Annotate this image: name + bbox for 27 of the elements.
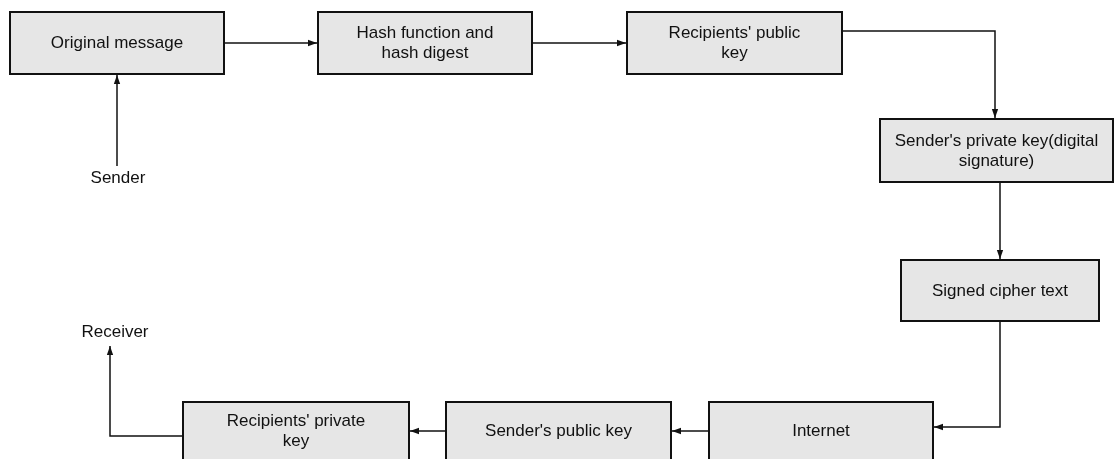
process-box	[317, 11, 533, 75]
process-box	[182, 401, 410, 459]
node-text: Signed cipher text	[931, 280, 1069, 301]
arrow	[532, 39, 627, 47]
node-text: Internet	[792, 421, 850, 441]
node-text: Recipients' public key	[667, 23, 802, 63]
arrow	[224, 39, 318, 47]
arrow	[996, 182, 1004, 260]
node-text: Recipients' private key	[225, 411, 367, 451]
node-text: Sender's public key	[485, 421, 632, 441]
arrow	[842, 30, 999, 119]
process-box	[626, 11, 843, 75]
process-box	[445, 401, 672, 459]
node-text: Hash function and hash digest	[355, 23, 495, 63]
arrow	[106, 345, 183, 437]
arrow	[113, 74, 121, 167]
process-box	[900, 259, 1100, 322]
process-box	[9, 11, 225, 75]
node-text: Original message	[50, 33, 184, 53]
arrow	[671, 427, 709, 435]
process-box	[879, 118, 1114, 183]
arrow	[933, 321, 1001, 431]
node-text: Receiver	[81, 322, 149, 342]
node-text: Sender	[90, 168, 146, 188]
process-box	[708, 401, 934, 459]
node-text: Sender's private key(digital signature)	[893, 130, 1100, 171]
arrow	[409, 427, 446, 435]
